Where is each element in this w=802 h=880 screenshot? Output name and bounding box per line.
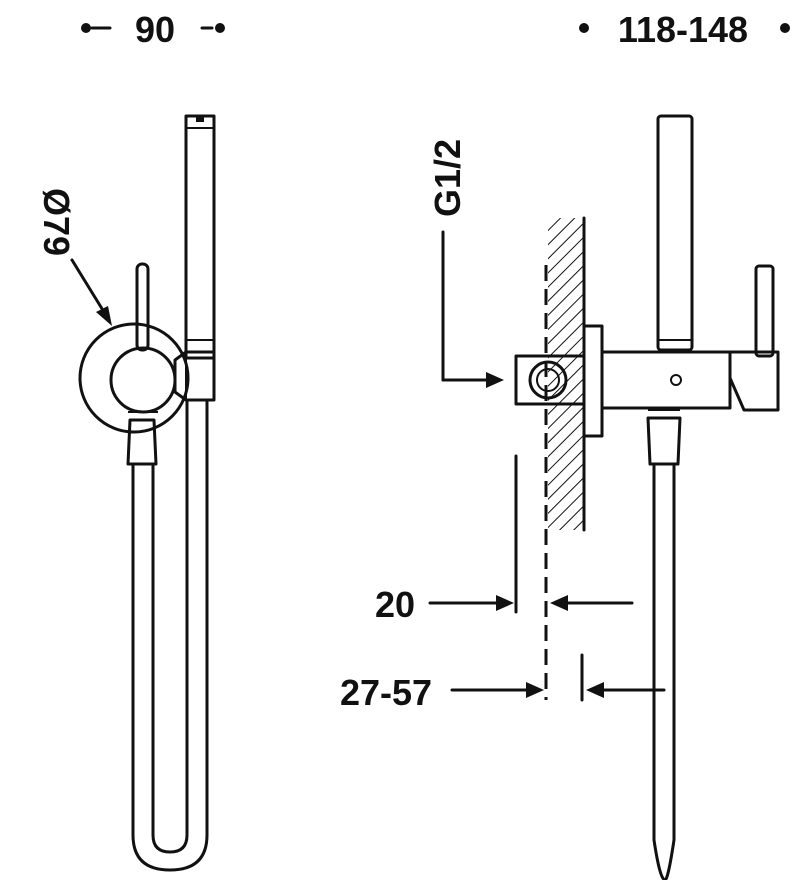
flange-plate bbox=[582, 324, 604, 438]
hose bbox=[131, 400, 209, 872]
lever-base bbox=[728, 350, 780, 412]
lever-handle bbox=[135, 262, 150, 352]
hand-shower-side bbox=[656, 114, 694, 352]
front-view: 90 Ø79 bbox=[36, 9, 225, 872]
depth-dimension-fixed: 20 bbox=[375, 454, 634, 625]
width-label-left: 90 bbox=[135, 9, 175, 50]
depth-label-range: 27-57 bbox=[340, 672, 432, 713]
wall-flange bbox=[78, 322, 190, 434]
depth-dimension-range: 27-57 bbox=[340, 653, 666, 713]
width-label-right: 118-148 bbox=[618, 9, 748, 50]
depth-label-fixed: 20 bbox=[375, 584, 415, 625]
diameter-leader bbox=[70, 258, 112, 326]
valve-body-side bbox=[600, 350, 732, 410]
width-dimension-left: 90 bbox=[81, 9, 225, 50]
thread-leader bbox=[441, 230, 504, 388]
side-view: 118-148 G1/2 bbox=[340, 9, 790, 880]
hand-shower bbox=[184, 114, 216, 360]
diameter-label: Ø79 bbox=[36, 188, 77, 256]
width-dimension-right: 118-148 bbox=[579, 9, 790, 50]
lever-side bbox=[754, 264, 775, 358]
hose-connector bbox=[126, 418, 158, 466]
valve-body bbox=[109, 346, 177, 414]
wall-connector bbox=[514, 354, 586, 406]
hose-side bbox=[652, 464, 676, 880]
hose-connector-side bbox=[646, 416, 682, 466]
thread-label: G1/2 bbox=[427, 139, 468, 217]
